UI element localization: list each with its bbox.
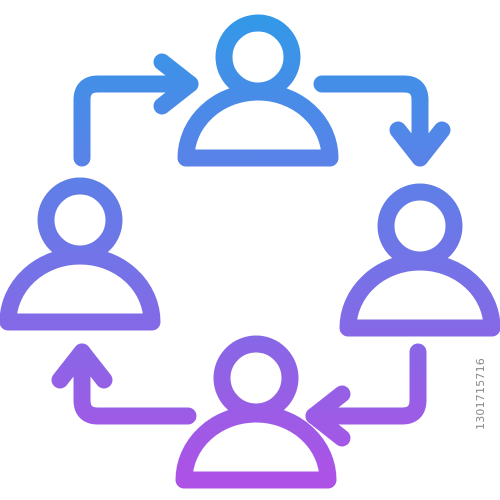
person-bottom-icon xyxy=(175,335,337,489)
stock-id-label: 1301715716 xyxy=(474,358,487,430)
person-left-icon xyxy=(0,177,161,331)
arrow-right-to-bottom-icon xyxy=(305,343,427,447)
person-right-icon xyxy=(339,183,500,337)
arrow-top-to-right-icon xyxy=(313,75,451,167)
arrow-bottom-to-left-icon xyxy=(51,343,197,425)
arrow-left-to-top-icon xyxy=(73,53,199,167)
person-top-icon xyxy=(177,14,339,167)
